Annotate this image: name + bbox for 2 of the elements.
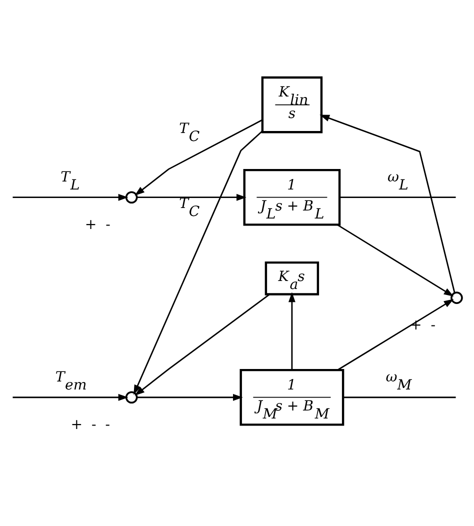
node-label: + - -	[70, 416, 110, 433]
node-label: + -	[84, 216, 110, 233]
